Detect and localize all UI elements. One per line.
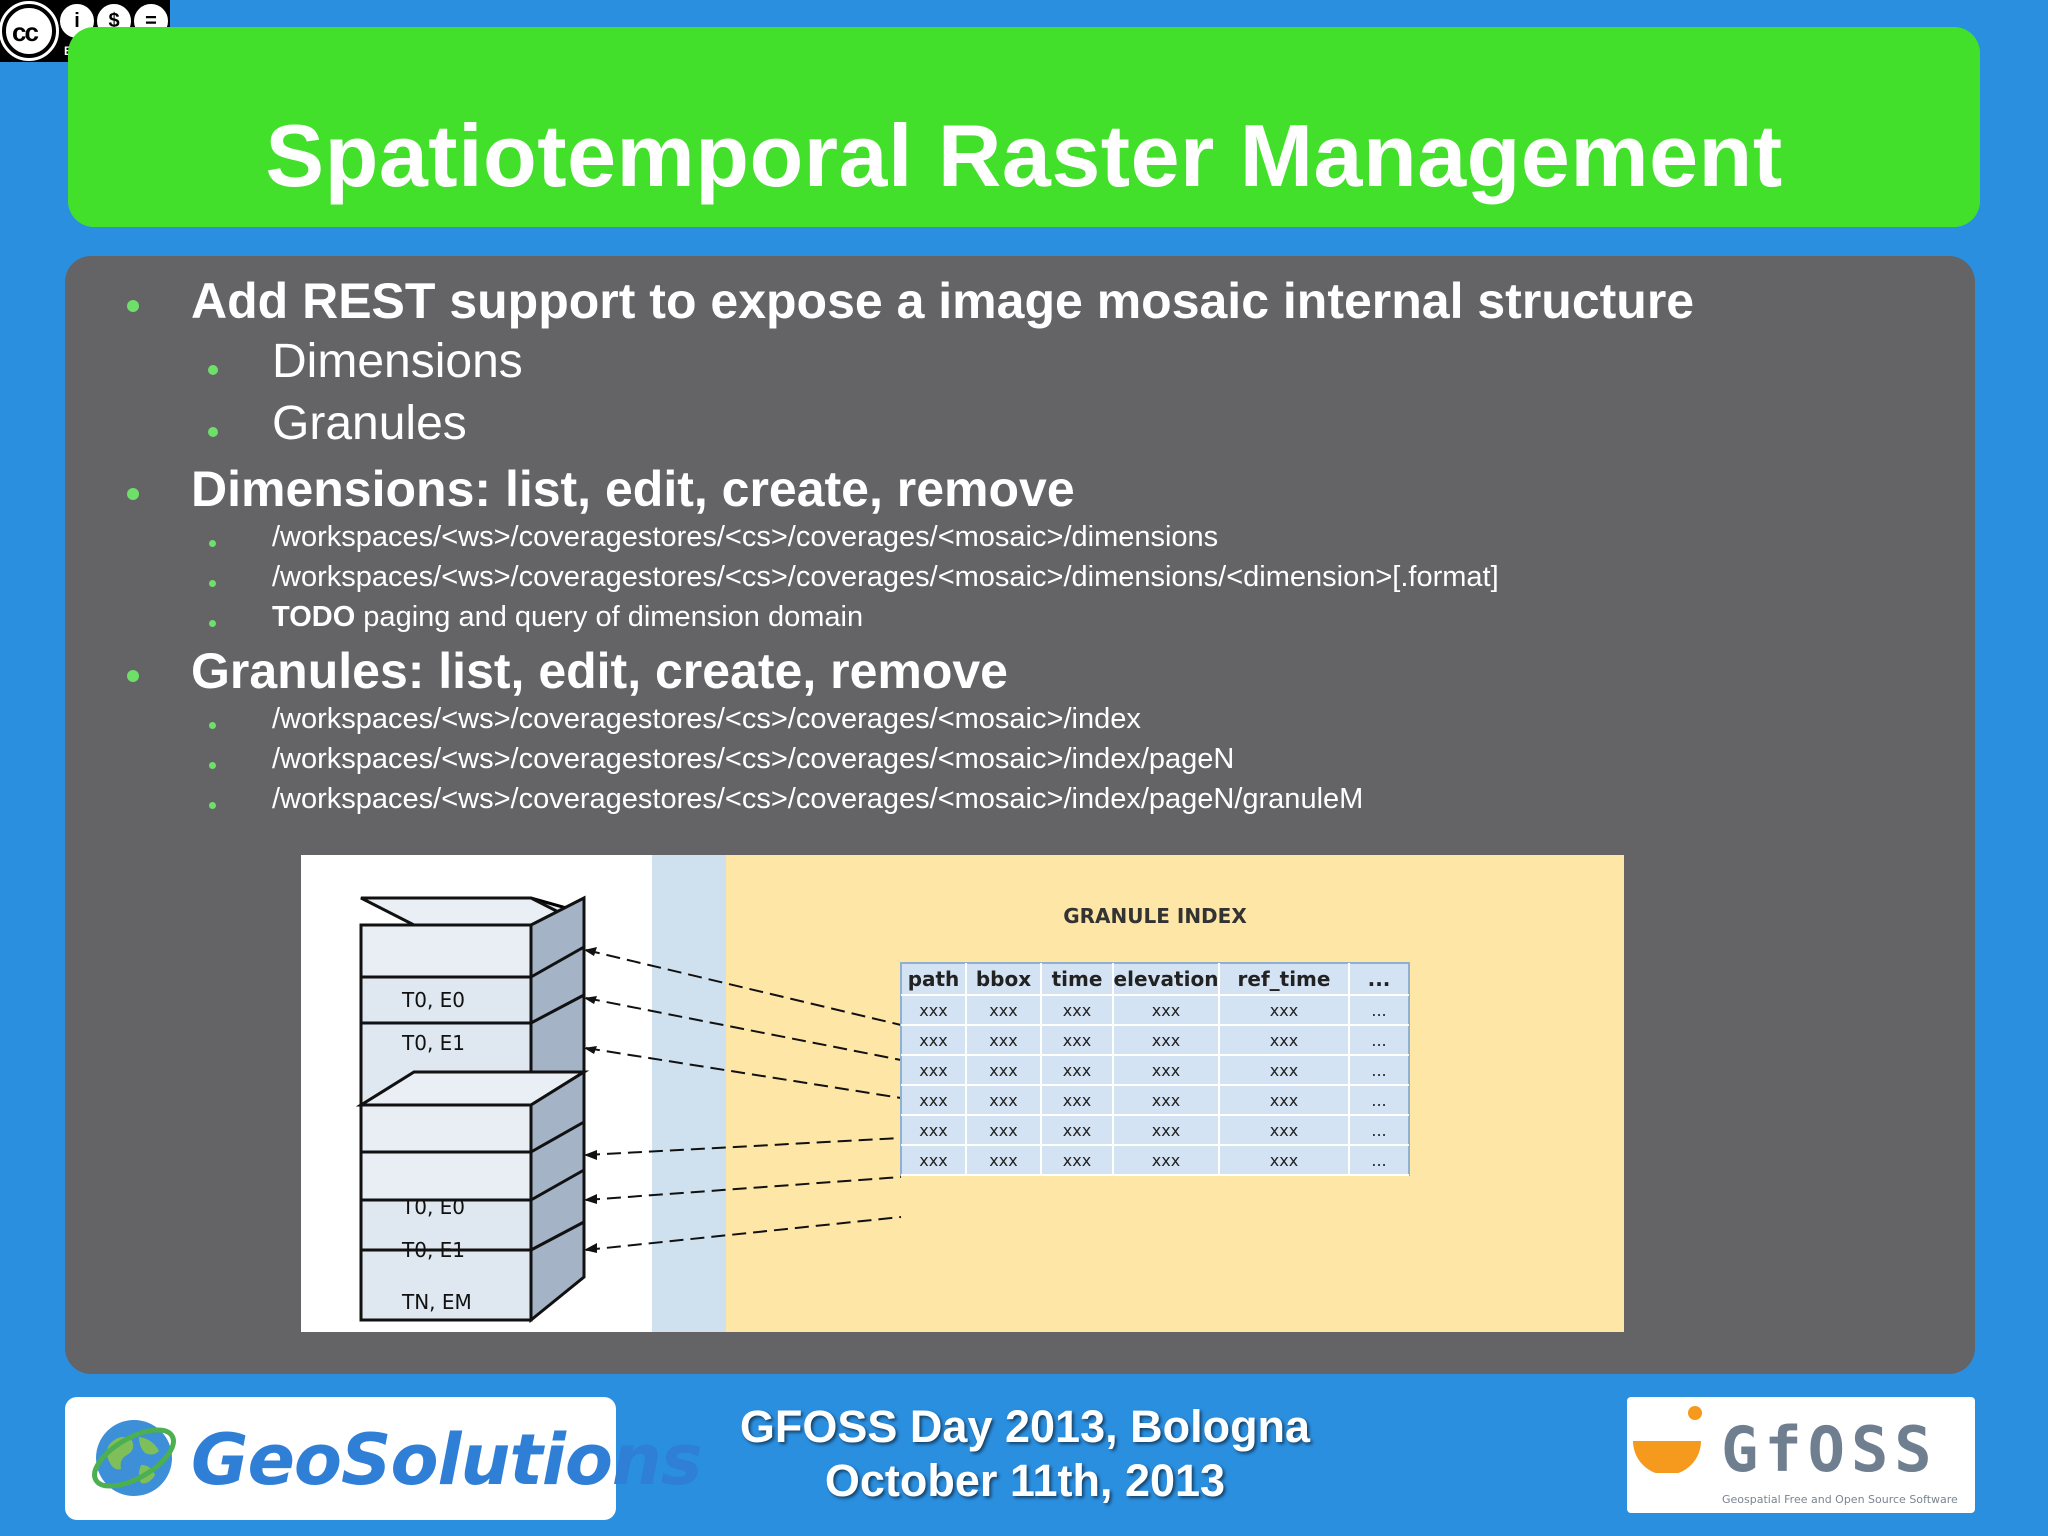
gfoss-sun-icon xyxy=(1633,1406,1702,1473)
table-cell: xxx xyxy=(1063,1091,1091,1110)
bullet-rest-support: Add REST support to expose a image mosai… xyxy=(191,273,1695,329)
event-caption: GFOSS Day 2013, Bologna October 11th, 20… xyxy=(650,1400,1400,1508)
bullet-dimensions-ops: Dimensions: list, edit, create, remove xyxy=(191,461,1075,517)
granule-endpoint: /workspaces/<ws>/coveragestores/<cs>/cov… xyxy=(272,783,1364,815)
table-cell: xxx xyxy=(919,1061,947,1080)
todo-text: paging and query of dimension domain xyxy=(355,601,864,633)
event-name: GFOSS Day 2013, Bologna xyxy=(739,1401,1311,1452)
table-cell: xxx xyxy=(989,1001,1017,1020)
bullet-dot xyxy=(209,540,216,547)
table-cell: xxx xyxy=(1063,1151,1091,1170)
table-cell: ... xyxy=(1371,1061,1386,1080)
table-header-cell: ... xyxy=(1368,967,1391,991)
table-cell: xxx xyxy=(919,1091,947,1110)
bullet-dot xyxy=(127,300,139,312)
stack-bottom-label-1: T0, E0 xyxy=(401,1195,465,1219)
dimension-endpoint: /workspaces/<ws>/coveragestores/<cs>/cov… xyxy=(272,561,1499,593)
table-cell: xxx xyxy=(1270,1091,1298,1110)
bullet-dot xyxy=(209,802,216,809)
table-cell: ... xyxy=(1371,1151,1386,1170)
cc-icon: cc xyxy=(0,1,59,61)
granule-stack-bottom: T0, E0 T0, E1 TN, EM xyxy=(355,1069,590,1324)
table-cell: ... xyxy=(1371,1121,1386,1140)
table-cell: xxx xyxy=(989,1121,1017,1140)
table-header-cell: elevation xyxy=(1114,967,1219,991)
table-cell: xxx xyxy=(989,1151,1017,1170)
event-date: October 11th, 2013 xyxy=(824,1455,1226,1506)
table-cell: ... xyxy=(1371,1031,1386,1050)
table-cell: xxx xyxy=(1152,1121,1180,1140)
granule-index-figure: T0, E0 T0, E1 TN, EM T0, E0 T0, E1 TN, E… xyxy=(301,855,1624,1332)
table-cell: xxx xyxy=(1152,1061,1180,1080)
table-cell: xxx xyxy=(919,1031,947,1050)
stack-top-label-2: T0, E1 xyxy=(401,1031,465,1055)
geosolutions-logo: GeoSolutions xyxy=(65,1397,702,1520)
table-cell: xxx xyxy=(989,1031,1017,1050)
bullet-dot xyxy=(127,488,139,500)
table-cell: xxx xyxy=(1063,1061,1091,1080)
index-endpoint: /workspaces/<ws>/coveragestores/<cs>/cov… xyxy=(272,703,1141,735)
table-header-cell: bbox xyxy=(976,967,1031,991)
table-cell: xxx xyxy=(1152,1151,1180,1170)
table-header-cell: ref_time xyxy=(1238,967,1331,991)
bullet-dot xyxy=(208,365,218,375)
table-cell: xxx xyxy=(1270,1061,1298,1080)
bullet-dot xyxy=(209,722,216,729)
table-cell: xxx xyxy=(1063,1121,1091,1140)
table-header-cell: time xyxy=(1052,967,1103,991)
geosolutions-wordmark: GeoSolutions xyxy=(191,1419,702,1501)
gfoss-subtitle: Geospatial Free and Open Source Software xyxy=(1722,1493,1958,1506)
connector-arrowheads xyxy=(584,947,597,1253)
slide-title: Spatiotemporal Raster Management xyxy=(265,106,1783,205)
gfoss-logo: GfOSS Geospatial Free and Open Source So… xyxy=(1627,1397,1975,1513)
table-cell: xxx xyxy=(1152,1091,1180,1110)
table-cell: xxx xyxy=(1270,1031,1298,1050)
table-cell: xxx xyxy=(919,1001,947,1020)
bullet-dot xyxy=(127,670,139,682)
bullet-granules-ops: Granules: list, edit, create, remove xyxy=(191,643,1008,699)
table-cell: xxx xyxy=(1270,1001,1298,1020)
stack-top-label-1: T0, E0 xyxy=(401,988,465,1012)
table-body xyxy=(900,962,1410,1176)
bullet-dot xyxy=(209,762,216,769)
stack-bottom-label-2: T0, E1 xyxy=(401,1238,465,1262)
granule-index-table: GRANULE INDEX path bbox time elevation ref_ti… xyxy=(900,904,1410,1176)
table-cell: xxx xyxy=(1152,1001,1180,1020)
globe-icon xyxy=(92,1420,176,1496)
bullet-granules: Granules xyxy=(272,397,467,450)
index-page-endpoint: /workspaces/<ws>/coveragestores/<cs>/cov… xyxy=(272,743,1235,775)
title-bar: Spatiotemporal Raster Management xyxy=(68,27,1980,227)
todo-label: TODO xyxy=(272,601,356,633)
table-cell: xxx xyxy=(989,1061,1017,1080)
table-cell: xxx xyxy=(1270,1151,1298,1170)
table-cell: xxx xyxy=(919,1121,947,1140)
table-title: GRANULE INDEX xyxy=(1063,904,1247,928)
table-cell: xxx xyxy=(1152,1031,1180,1050)
dimensions-endpoint: /workspaces/<ws>/coveragestores/<cs>/cov… xyxy=(272,521,1219,553)
bullet-dot xyxy=(209,620,216,627)
figure-divider-strip xyxy=(652,855,726,1332)
table-cell: xxx xyxy=(1063,1031,1091,1050)
todo-note: TODO paging and query of dimension domai… xyxy=(272,601,863,634)
bullet-dimensions: Dimensions xyxy=(272,335,523,388)
stack-bottom-label-3: TN, EM xyxy=(401,1290,472,1314)
granule-index-diagram: T0, E0 T0, E1 TN, EM T0, E0 T0, E1 TN, E… xyxy=(355,895,1410,1324)
bullet-dot xyxy=(209,580,216,587)
gfoss-wordmark: GfOSS xyxy=(1721,1413,1938,1486)
table-cell: xxx xyxy=(989,1091,1017,1110)
bullet-dot xyxy=(208,427,218,437)
table-header-cell: path xyxy=(908,967,960,991)
connector-lines xyxy=(585,949,902,1251)
table-cell: xxx xyxy=(1270,1121,1298,1140)
table-cell: xxx xyxy=(919,1151,947,1170)
table-cell: ... xyxy=(1371,1001,1386,1020)
table-cell: ... xyxy=(1371,1091,1386,1110)
cc-license-badge: cc i $ = BY NC ND xyxy=(0,0,170,62)
table-cell: xxx xyxy=(1063,1001,1091,1020)
